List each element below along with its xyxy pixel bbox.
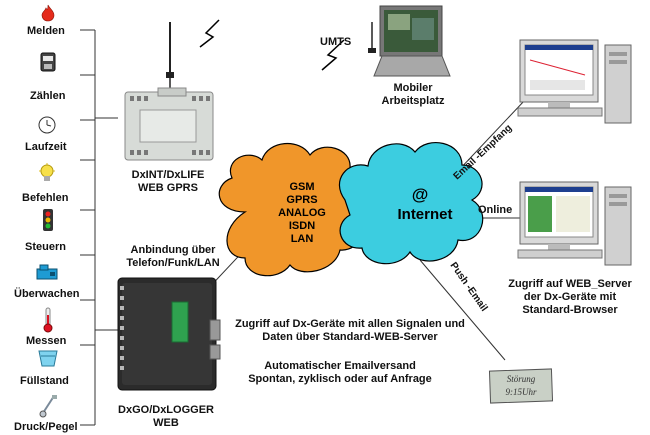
device-top-line2: WEB GPRS xyxy=(138,182,198,194)
zugriff-line1: Zugriff auf Dx-Geräte mit allen Signalen… xyxy=(235,318,465,330)
web-server-line3: Standard-Browser xyxy=(522,304,618,316)
emailversand-description: Automatischer Emailversand Spontan, zykl… xyxy=(230,360,450,386)
machine-icon xyxy=(36,264,58,280)
note-card-line1: Störung xyxy=(507,374,536,384)
network-type-lan: LAN xyxy=(290,233,314,245)
device-bottom-line1: DxGO/DxLOGGER xyxy=(118,404,214,416)
lightbulb-icon xyxy=(38,163,56,183)
mobile-label: Mobiler Arbeitsplatz xyxy=(368,82,458,108)
push-email-label: Push -Email xyxy=(448,260,490,313)
mobile-line2: Arbeitsplatz xyxy=(381,95,445,107)
device-bottom-label: DxGO/DxLOGGER WEB xyxy=(106,404,226,430)
network-type-gprs: GPRS xyxy=(286,194,318,206)
web-server-line1: Zugriff auf WEB_Server xyxy=(508,278,632,290)
device-top-label: DxINT/DxLIFE WEB GPRS xyxy=(108,169,228,195)
network-type-analog: ANALOG xyxy=(278,207,326,219)
device-bottom-line2: WEB xyxy=(153,417,179,429)
signal-label-ueberwachen: Überwachen xyxy=(14,288,80,300)
internet-label: Internet xyxy=(397,206,453,223)
network-cloud-internet xyxy=(338,142,484,265)
flame-icon xyxy=(40,4,56,22)
signal-label-messen: Messen xyxy=(26,335,67,347)
network-type-gsm: GSM xyxy=(289,181,315,193)
web-server-label: Zugriff auf WEB_Server der Dx-Geräte mit… xyxy=(495,278,645,317)
anbindung-line2: Telefon/Funk/LAN xyxy=(126,257,220,269)
zugriff-description: Zugriff auf Dx-Geräte mit allen Signalen… xyxy=(220,318,480,344)
email-empfang-label: Email -Empfang xyxy=(452,123,515,183)
laptop-icon xyxy=(368,5,451,77)
signal-bracket xyxy=(80,29,118,426)
online-label: Online xyxy=(478,204,513,216)
tank-icon xyxy=(38,349,58,367)
umts-label: UMTS xyxy=(320,36,352,48)
signal-label-steuern: Steuern xyxy=(25,241,66,253)
emailversand-line2: Spontan, zyklisch oder auf Anfrage xyxy=(248,373,432,385)
network-types-list: GSM GPRS ANALOG ISDN LAN xyxy=(262,181,342,246)
radio-signal-icon xyxy=(321,39,345,71)
anbindung-line1: Anbindung über xyxy=(130,244,216,256)
clock-icon xyxy=(38,116,56,134)
signal-label-zaehlen: Zählen xyxy=(30,90,66,102)
desktop-pc-icon xyxy=(517,39,632,124)
network-type-isdn: ISDN xyxy=(288,220,316,232)
alarm-note-card xyxy=(488,368,554,404)
device-top-line1: DxINT/DxLIFE xyxy=(131,169,205,181)
traffic-light-icon xyxy=(42,208,54,232)
signal-label-melden: Melden xyxy=(27,25,65,37)
thermometer-icon xyxy=(42,307,54,333)
signal-label-laufzeit: Laufzeit xyxy=(25,141,67,153)
signal-label-fuellstand: Füllstand xyxy=(20,375,69,387)
anbindung-label: Anbindung über Telefon/Funk/LAN xyxy=(108,244,238,270)
web-server-line2: der Dx-Geräte mit xyxy=(523,291,617,303)
internet-at-symbol: @ xyxy=(411,185,429,204)
signal-label-befehlen: Befehlen xyxy=(22,192,69,204)
probe-icon xyxy=(38,394,58,418)
device-dxint xyxy=(124,22,214,161)
note-card-line2: 9:15Uhr xyxy=(506,387,537,397)
desktop-pc-icon xyxy=(517,181,632,266)
signal-label-druck-pegel: Druck/Pegel xyxy=(14,421,78,433)
mobile-line1: Mobiler xyxy=(393,82,433,94)
radio-signal-icon xyxy=(199,19,220,48)
device-dxgo xyxy=(117,277,221,391)
meter-icon xyxy=(40,52,56,72)
zugriff-line2: Daten über Standard-WEB-Server xyxy=(262,331,438,343)
emailversand-line1: Automatischer Emailversand xyxy=(264,360,416,372)
